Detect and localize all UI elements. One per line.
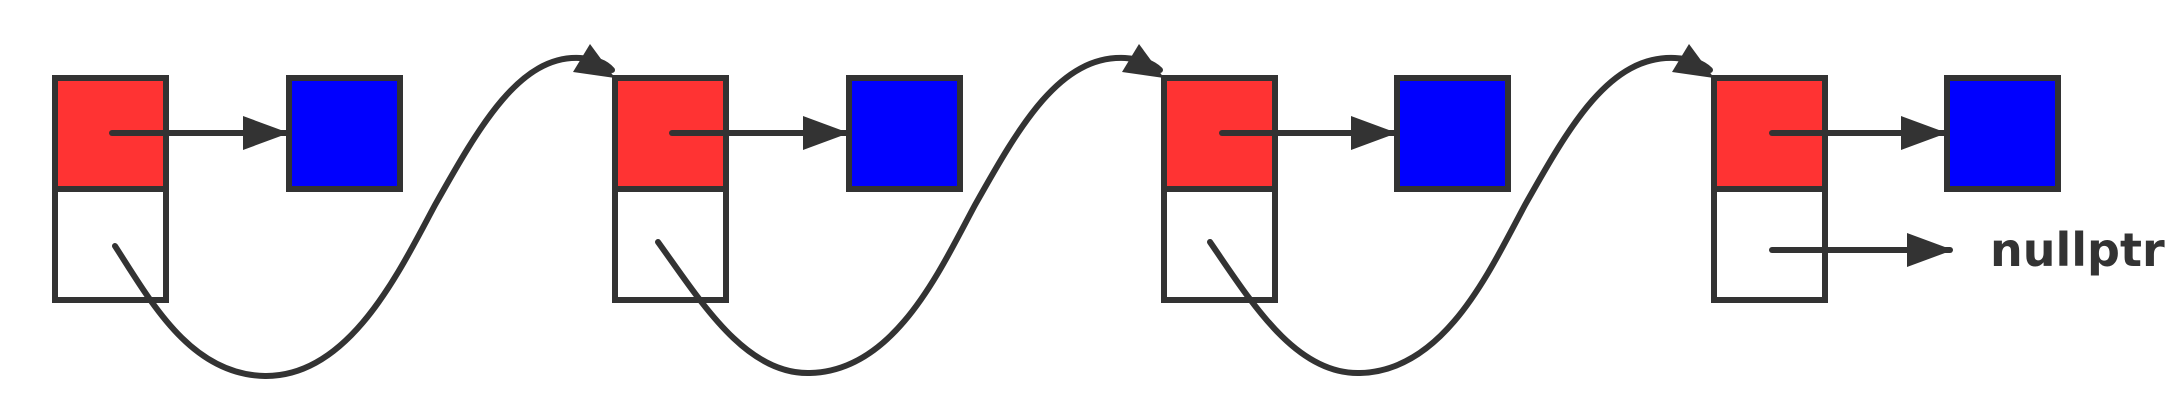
list-node-3 — [1161, 44, 1714, 377]
nullptr-label: nullptr — [1990, 223, 2165, 277]
node-1-value-arrow-head — [243, 116, 289, 150]
node-3-value-box — [1394, 75, 1511, 192]
node-1-value-box — [286, 75, 403, 192]
list-node-4 — [1711, 75, 2061, 303]
node-4-next-cell — [1711, 186, 1828, 303]
list-node-1 — [52, 44, 615, 380]
node-4-value-arrow-head — [1901, 116, 1947, 150]
node-3-value-arrow-head — [1351, 116, 1397, 150]
node-4-value-box — [1944, 75, 2061, 192]
node-2-next-cell — [612, 186, 729, 303]
node-1-next-link-arrow-head — [573, 44, 615, 78]
node-2-next-link-arrow-head — [1122, 44, 1164, 78]
node-3-next-link — [1207, 54, 1713, 377]
node-2-next-link — [655, 54, 1163, 377]
list-node-2 — [612, 44, 1164, 377]
node-2-value-arrow-head — [803, 116, 849, 150]
node-4-null-arrow-head — [1907, 233, 1953, 267]
node-1-next-link — [112, 54, 615, 380]
node-3-next-link-arrow-head — [1672, 44, 1714, 78]
node-1-next-cell — [52, 186, 169, 303]
node-2-value-box — [846, 75, 963, 192]
node-3-next-cell — [1161, 186, 1278, 303]
